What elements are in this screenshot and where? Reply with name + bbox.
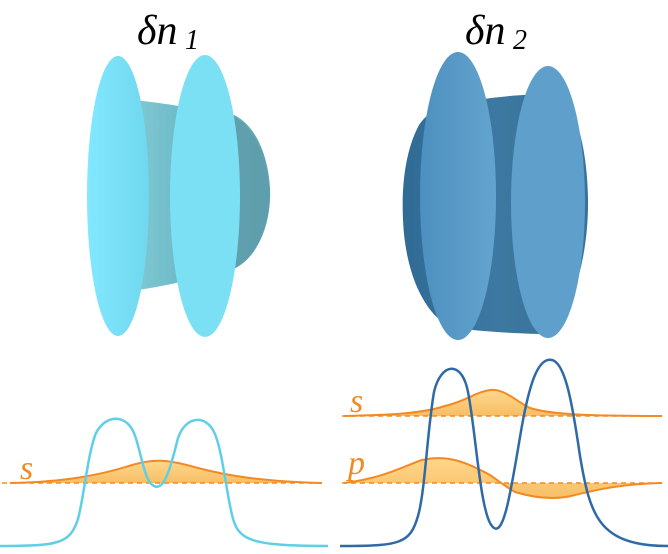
left-title-main: δn — [137, 8, 178, 54]
right-index-profile — [339, 358, 668, 548]
left-index-profile — [0, 417, 329, 548]
right-front-lens — [420, 52, 496, 340]
right-p-mode-fill — [344, 458, 662, 499]
right-lens-pair — [402, 52, 589, 340]
right-rear-lens — [511, 66, 585, 338]
left-lens-pair — [87, 55, 271, 337]
left-front-lens — [87, 56, 149, 336]
left-title-subscript: 1 — [185, 25, 199, 56]
left-rear-lens-face — [170, 55, 240, 337]
right-p-label: p — [346, 445, 365, 482]
left-mode-plot: s — [0, 417, 329, 548]
right-title-main: δn — [465, 8, 506, 54]
left-s-label: s — [20, 450, 33, 487]
right-s-mode-curve — [343, 388, 663, 417]
right-s-mode-fill — [344, 389, 662, 416]
left-s-mode-curve — [9, 459, 323, 484]
right-title-subscript: 2 — [513, 25, 527, 56]
right-mode-plot: s p — [339, 358, 668, 548]
right-s-label: s — [350, 383, 363, 420]
